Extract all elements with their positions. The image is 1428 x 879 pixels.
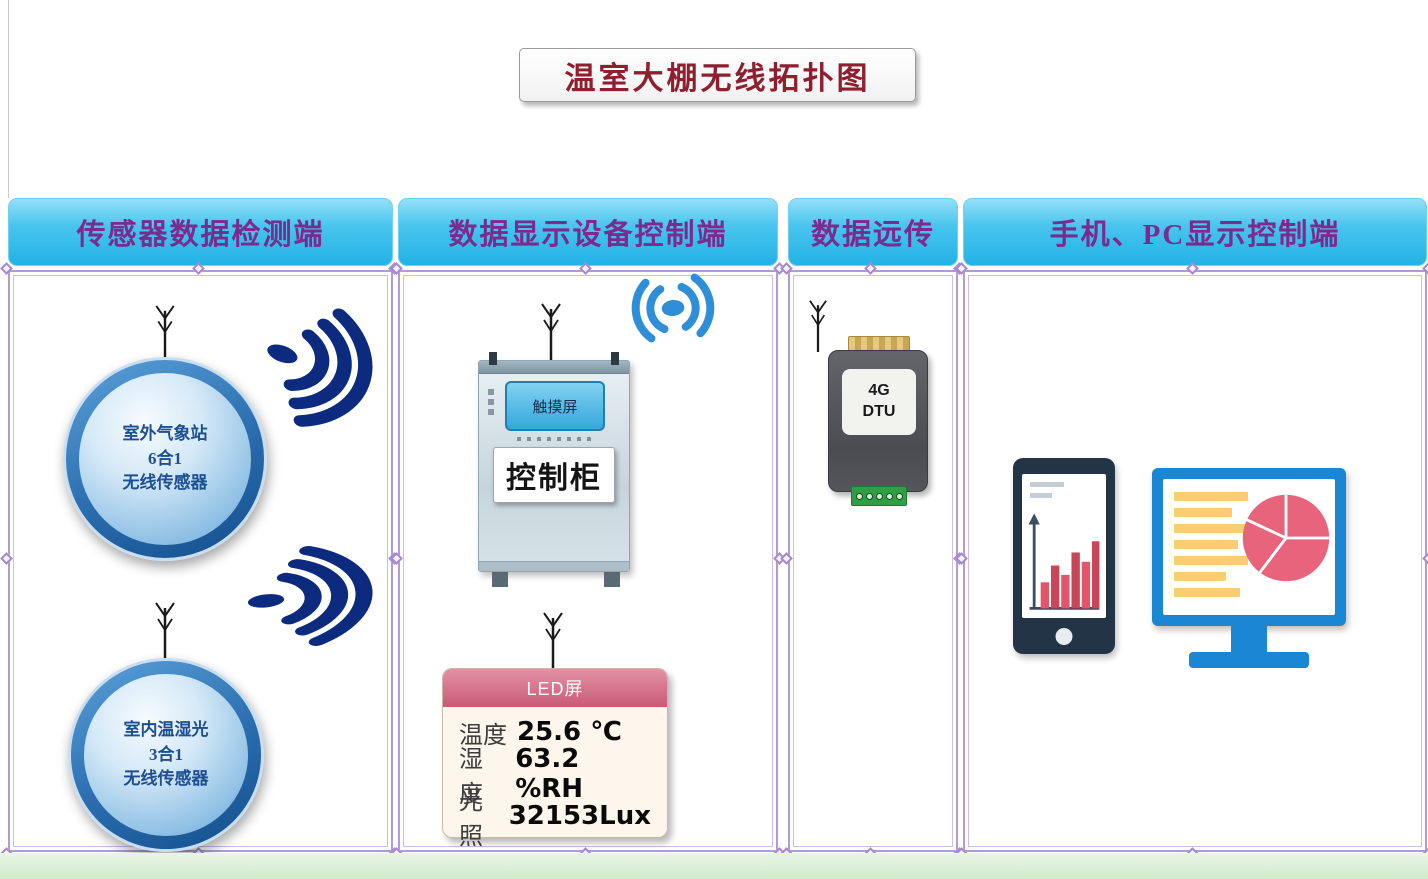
led-row-label: 湿度 <box>459 747 483 808</box>
antenna-icon <box>155 305 175 361</box>
dtu-label-line2: DTU <box>862 403 896 420</box>
dtu-label: 4G DTU <box>842 369 916 435</box>
dtu-label-line1: 4G <box>868 382 890 400</box>
cabinet-foot <box>604 572 620 587</box>
outdoor-sensor-sphere: 室外气象站 6合1 无线传感器 <box>63 357 267 561</box>
phone-text-line <box>1030 493 1052 498</box>
column-header-phone-pc: 手机、PC显示控制端 <box>963 198 1427 266</box>
bottom-strip <box>0 853 1428 879</box>
phone-screen <box>1022 474 1106 618</box>
led-row-label: 光照 <box>459 789 483 850</box>
indoor-sensor-label: 室内温湿光 3合1 无线传感器 <box>84 674 248 836</box>
led-row-value: 63.2 %RH <box>515 744 584 804</box>
led-display-panel: LED屏 温度 25.6 ℃ 湿度 63.2 %RH 光照 32153Lux <box>442 668 668 850</box>
column-header-sensor-detection: 传感器数据检测端 <box>8 198 393 266</box>
cabinet-post-icon <box>611 352 619 365</box>
led-row-label: 温度 <box>459 722 507 749</box>
outdoor-sensor-line1: 室外气象站 <box>122 424 208 444</box>
indoor-sensor-sphere: 室内温湿光 3合1 无线传感器 <box>68 658 264 852</box>
antenna-icon <box>543 612 563 670</box>
phone-text-line <box>1030 482 1064 487</box>
column-header-display-control: 数据显示设备控制端 <box>398 198 778 266</box>
pie-chart-icon <box>1242 494 1330 582</box>
frame-phone-pc-column <box>955 262 1428 860</box>
monitor-screen-content <box>1163 479 1335 615</box>
wireless-signal-icon <box>267 308 373 427</box>
led-row-value: 32153Lux <box>508 801 651 831</box>
frame-display-column <box>390 262 786 860</box>
bar-chart-icon <box>1028 513 1100 610</box>
outdoor-sensor-label: 室外气象站 6合1 无线传感器 <box>79 373 251 545</box>
led-row-light: 光照 32153Lux <box>459 789 651 850</box>
indoor-sensor-line1: 室内温湿光 <box>123 720 209 740</box>
cabinet-post-icon <box>489 352 497 365</box>
led-row-temperature: 温度 25.6 ℃ <box>459 711 651 753</box>
indoor-sensor-line3: 无线传感器 <box>123 769 209 789</box>
cabinet-top-panel <box>479 361 629 374</box>
control-cabinet: 触摸屏 控制柜 <box>478 352 630 572</box>
monitor-icon <box>1152 468 1346 626</box>
outdoor-sensor-line3: 无线传感器 <box>122 473 208 493</box>
antenna-icon <box>155 602 175 660</box>
led-panel-header: LED屏 <box>443 669 667 707</box>
led-row-humidity: 湿度 63.2 %RH <box>459 744 651 808</box>
dtu-device: 4G DTU <box>828 350 928 492</box>
monitor-stand-neck <box>1231 626 1267 652</box>
wifi-broadcast-icon <box>631 273 715 343</box>
cabinet-indicator-lights <box>488 389 494 395</box>
dtu-terminal-block <box>851 486 907 506</box>
cabinet-foot <box>492 572 508 587</box>
outdoor-sensor-line2: 6合1 <box>148 448 182 468</box>
diagram-title: 温室大棚无线拓扑图 <box>564 60 871 96</box>
phone-icon <box>1013 458 1115 654</box>
led-readings: 温度 25.6 ℃ 湿度 63.2 %RH 光照 32153Lux <box>443 707 667 850</box>
wireless-signal-icon <box>247 545 373 646</box>
touch-screen: 触摸屏 <box>505 381 605 431</box>
edge-divider <box>8 0 9 198</box>
monitor-stand-base <box>1189 652 1309 668</box>
indoor-sensor-line2: 3合1 <box>149 744 183 764</box>
monitor-text-lines <box>1174 492 1252 597</box>
antenna-icon <box>809 300 827 352</box>
led-row-value: 25.6 ℃ <box>517 717 622 747</box>
cabinet-vent-dots <box>517 437 595 441</box>
cabinet-label: 控制柜 <box>493 447 615 503</box>
antenna-icon <box>541 303 561 361</box>
column-header-remote-transfer: 数据远传 <box>788 198 958 266</box>
diagram-title-box: 温室大棚无线拓扑图 <box>519 48 916 102</box>
cabinet-base <box>479 561 629 571</box>
phone-home-button <box>1055 628 1073 645</box>
